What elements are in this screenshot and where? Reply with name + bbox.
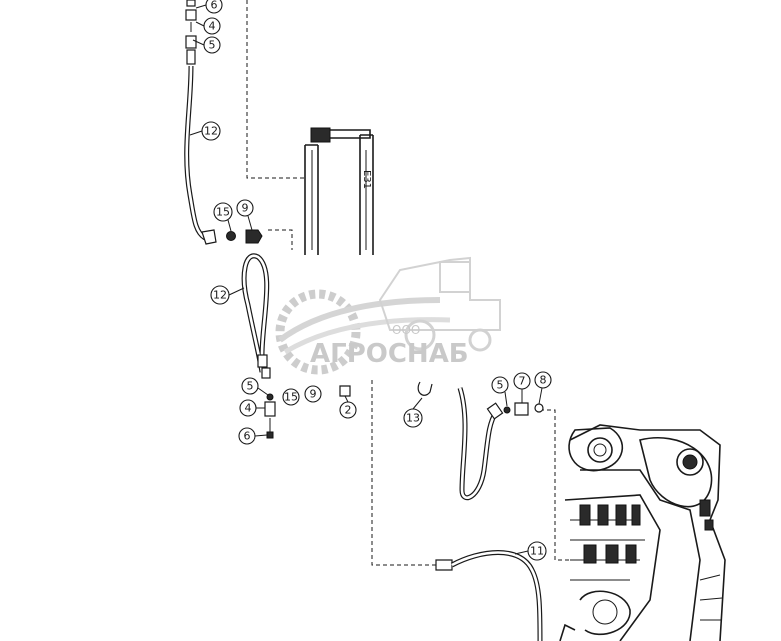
callout: 2 xyxy=(339,401,357,419)
svg-text:15: 15 xyxy=(284,391,298,404)
callout: 4 xyxy=(203,17,221,35)
routing-lines xyxy=(246,0,570,566)
svg-text:E31: E31 xyxy=(361,170,372,189)
svg-text:12: 12 xyxy=(213,289,227,302)
svg-text:9: 9 xyxy=(310,388,317,401)
lower-left-fittings xyxy=(264,385,351,439)
mid-hose xyxy=(417,381,544,501)
svg-text:2: 2 xyxy=(345,404,352,417)
callout: 6 xyxy=(205,0,223,14)
callout: 5 xyxy=(491,376,509,394)
svg-text:13: 13 xyxy=(406,412,420,425)
callout: 9 xyxy=(304,385,322,403)
svg-text:5: 5 xyxy=(209,39,216,52)
callout: 13 xyxy=(403,408,423,428)
loop-hose xyxy=(241,253,271,379)
callout: 12 xyxy=(210,285,230,305)
transmission-housing xyxy=(559,424,726,641)
upper-hose-assembly xyxy=(184,0,263,245)
callout: 7 xyxy=(513,372,531,390)
svg-text:5: 5 xyxy=(497,379,504,392)
callout: 15 xyxy=(213,202,233,222)
callout: 5 xyxy=(203,36,221,54)
svg-text:4: 4 xyxy=(245,402,252,415)
svg-text:12: 12 xyxy=(204,125,218,138)
svg-text:7: 7 xyxy=(519,375,526,388)
svg-text:8: 8 xyxy=(540,374,547,387)
callout: 11 xyxy=(527,541,547,561)
callout: 12 xyxy=(201,121,221,141)
callout: 4 xyxy=(239,399,257,417)
watermark-prefix: ООО xyxy=(392,323,420,337)
callout: 6 xyxy=(238,427,256,445)
callout: 5 xyxy=(241,377,259,395)
callout: 15 xyxy=(282,388,300,406)
svg-text:4: 4 xyxy=(209,20,216,33)
lower-hose xyxy=(435,550,543,641)
callout: 9 xyxy=(236,199,254,217)
bracket-column: E31 xyxy=(304,127,374,255)
svg-text:5: 5 xyxy=(247,380,254,393)
svg-text:11: 11 xyxy=(530,545,544,558)
svg-text:15: 15 xyxy=(216,206,230,219)
callout: 8 xyxy=(534,371,552,389)
svg-text:6: 6 xyxy=(244,430,251,443)
leader-lines xyxy=(189,4,543,555)
svg-text:6: 6 xyxy=(211,0,218,12)
svg-text:9: 9 xyxy=(242,202,249,215)
watermark: ООО АГРОСНАБ xyxy=(275,256,501,375)
watermark-name: АГРОСНАБ xyxy=(310,339,469,369)
